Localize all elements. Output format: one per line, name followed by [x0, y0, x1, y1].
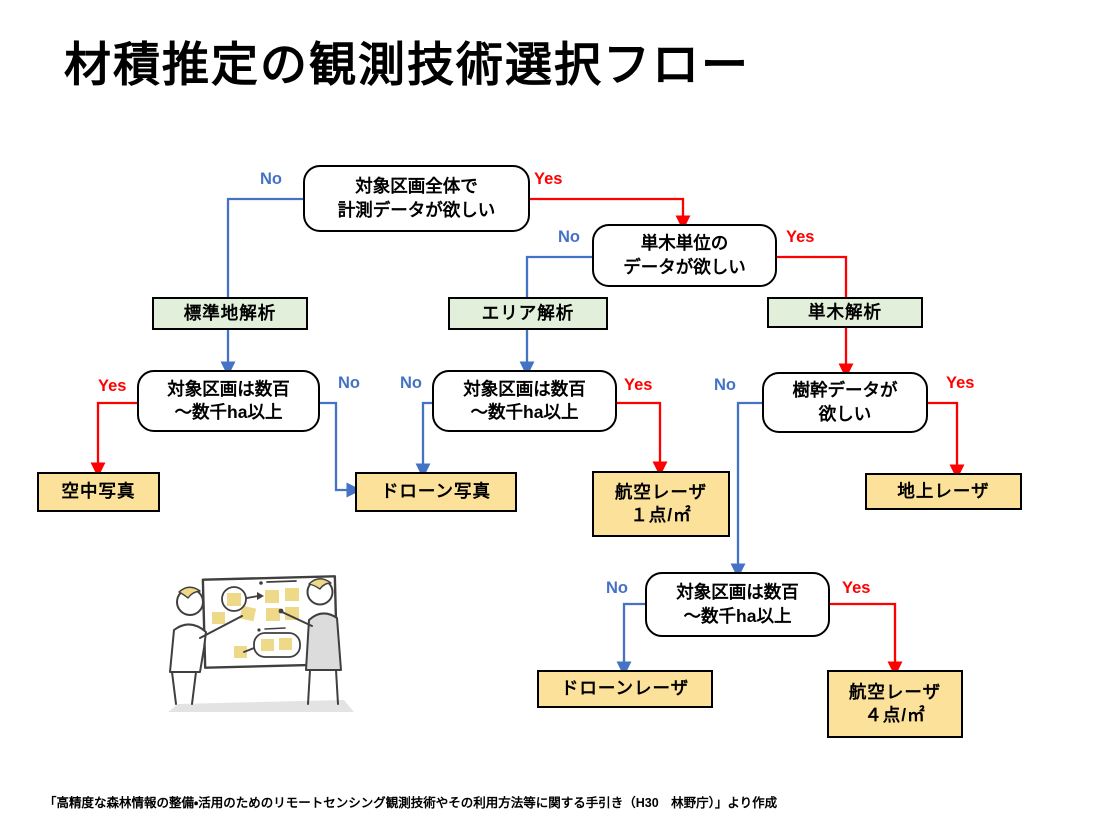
- page-title: 材積推定の観測技術選択フロー: [64, 38, 750, 91]
- result-drone-photo: ドローン写真: [355, 472, 517, 512]
- edge-size-left-yes: [90, 401, 137, 478]
- result-ground-laser: 地上レーザ: [865, 473, 1022, 510]
- edge-size-mid-yes: [617, 401, 668, 477]
- people-whiteboard-illustration: [168, 575, 354, 712]
- label-size-left-no: No: [338, 374, 360, 392]
- category-standard-plot-analysis: 標準地解析: [152, 297, 308, 330]
- category-area-analysis: エリア解析: [448, 297, 608, 330]
- decision-size-left: 対象区画は数百 ～数千ha以上: [137, 370, 320, 432]
- decision-size-bottom: 対象区画は数百 ～数千ha以上: [645, 572, 830, 637]
- label-size-mid-yes: Yes: [624, 376, 653, 394]
- edge-size-bottom-no: [616, 602, 645, 677]
- label-single-tree-no: No: [558, 228, 580, 246]
- edge-size-left-no: [320, 401, 362, 498]
- decision-size-mid: 対象区画は数百 ～数千ha以上: [432, 370, 617, 432]
- result-airborne-laser-1pt: 航空レーザ １点/㎡: [592, 471, 730, 537]
- edge-size-bottom-yes: [830, 602, 903, 677]
- decision-whole-area: 対象区画全体で 計測データが欲しい: [303, 165, 530, 232]
- edge-whole-area-yes: [530, 197, 691, 231]
- result-aerial-photo: 空中写真: [37, 472, 160, 512]
- label-trunk-yes: Yes: [946, 374, 975, 392]
- label-size-mid-no: No: [400, 374, 422, 392]
- label-trunk-no: No: [714, 376, 736, 394]
- label-size-bottom-yes: Yes: [842, 579, 871, 597]
- edge-single-tree-yes: [777, 255, 854, 379]
- edge-trunk-yes: [928, 401, 965, 480]
- decision-trunk-data: 樹幹データが 欲しい: [762, 372, 928, 433]
- category-single-tree-analysis: 単木解析: [767, 297, 923, 328]
- label-size-left-yes: Yes: [98, 377, 127, 395]
- label-single-tree-yes: Yes: [786, 228, 815, 246]
- edge-size-mid-no: [415, 401, 432, 479]
- result-airborne-laser-4pt: 航空レーザ ４点/㎡: [827, 670, 963, 738]
- label-whole-area-no: No: [260, 170, 282, 188]
- decision-single-tree-data: 単木単位の データが欲しい: [592, 224, 777, 287]
- label-whole-area-yes: Yes: [534, 170, 563, 188]
- edge-trunk-no: [730, 401, 762, 579]
- label-size-bottom-no: No: [606, 579, 628, 597]
- edge-whole-area-no: [220, 197, 303, 377]
- source-caption: 「高精度な森林情報の整備・活用のためのリモートセンシング観測技術やその利用方法等…: [44, 796, 778, 810]
- result-drone-laser: ドローンレーザ: [537, 670, 713, 708]
